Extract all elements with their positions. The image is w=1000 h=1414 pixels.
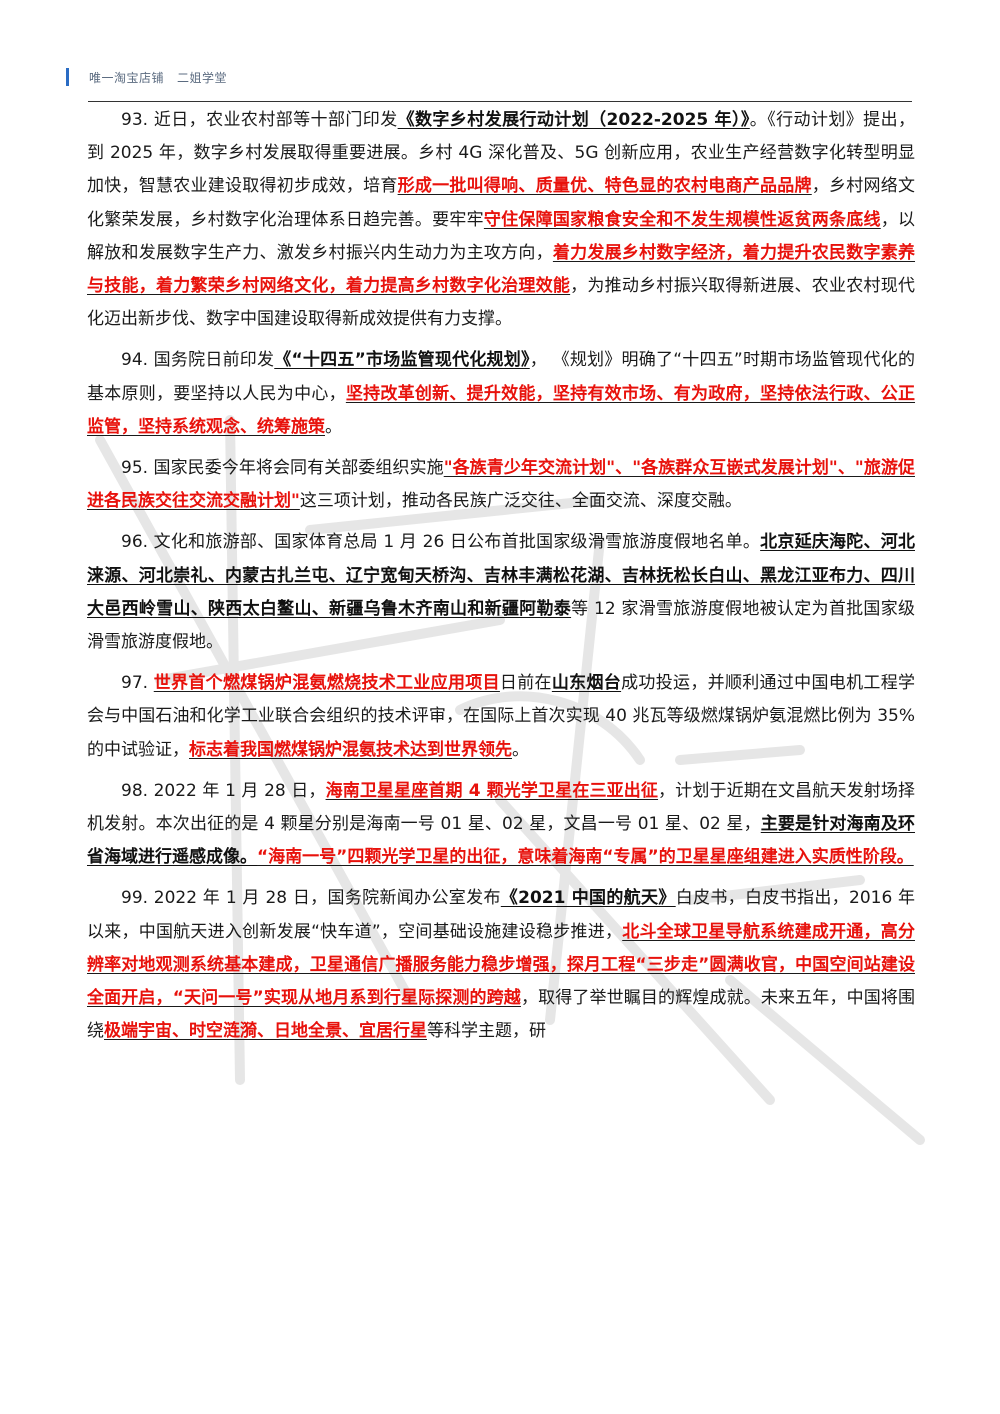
body-text: 。《行动计划》提出，到 2025 年，数字乡村发展取得重要进展。乡村 4G 深化… <box>87 110 915 197</box>
highlight-red-text: 海南卫星星座首期 4 颗光学卫星在三亚出征 <box>325 780 659 801</box>
body-text: 。 <box>325 416 342 437</box>
body-text: 成功投运，并顺利通过中国电机工程学会与中国石油和化学工业联合会组织的技术评审，在… <box>87 673 916 760</box>
body-text: ，计划于近期在文昌航天发射场择机发射。本次出征的是 4 颗星分别是海南一号 01… <box>87 780 916 835</box>
paragraph-95: 95. 国家民委今年将会同有关部委组织实施"各族青少年交流计划"、"各族群众互嵌… <box>87 452 915 518</box>
body-text: 99. 2022 年 1 月 28 日，国务院新闻办公室发布 <box>121 888 501 909</box>
body-text: ， 《规划》明确了“十四五”时期市场监管现代化的基本原则，要坚持以人民为中心， <box>87 350 915 404</box>
body-text: 98. 2022 年 1 月 28 日， <box>121 780 326 801</box>
paragraph-94: 94. 国务院日前印发《“十四五”市场监管现代化规划》， 《规划》明确了“十四五… <box>87 344 915 444</box>
page-header: 唯一淘宝店铺 二姐学堂 <box>66 66 227 88</box>
highlight-red-text: "各族青少年交流计划"、"各族群众互嵌式发展计划"、"旅游促进各民族交往交流交融… <box>87 458 915 512</box>
document-body: 93. 近日，农业农村部等十部门印发《数字乡村发展行动计划（2022-2025 … <box>87 104 915 1056</box>
highlight-red-text: “海南一号”四颗光学卫星的出征，意味着海南“专属”的卫星星座组建进入实质性阶段。 <box>257 847 914 868</box>
paragraph-98: 98. 2022 年 1 月 28 日，海南卫星星座首期 4 颗光学卫星在三亚出… <box>87 775 915 875</box>
body-text: 。 <box>512 739 529 760</box>
paragraph-96: 96. 文化和旅游部、国家体育总局 1 月 26 日公布首批国家级滑雪旅游度假地… <box>87 526 915 659</box>
highlight-bold-text: 北京延庆海陀、河北涞源、河北崇礼、内蒙古扎兰屯、辽宁宽甸天桥沟、吉林丰满松花湖、… <box>87 532 915 619</box>
highlight-bold-text: 山东烟台 <box>551 673 622 694</box>
body-text: ，为推动乡村振兴取得新进展、农业农村现代化迈出新步伐、数字中国建设取得新成效提供… <box>87 276 916 330</box>
body-text: 等科学主题，研 <box>427 1021 546 1042</box>
body-text: 93. 近日，农业农村部等十部门印发 <box>121 110 398 130</box>
paragraph-93: 93. 近日，农业农村部等十部门印发《数字乡村发展行动计划（2022-2025 … <box>87 104 915 336</box>
body-text: ，乡村网络文化繁荣发展，乡村数字化治理体系日趋完善。要牢牢 <box>87 176 916 230</box>
highlight-bold-text: 主要是针对海南及环省海域进行遥感成像。 <box>87 814 915 868</box>
body-text: 日前在 <box>499 673 552 694</box>
body-text: ，以解放和发展数字生产力、激发乡村振兴内生动力为主攻方向， <box>87 209 916 263</box>
body-text: 94. 国务院日前印发 <box>121 350 275 371</box>
header-text: 唯一淘宝店铺 二姐学堂 <box>89 70 227 85</box>
body-text: 96. 文化和旅游部、国家体育总局 1 月 26 日公布首批国家级滑雪旅游度假地… <box>121 532 761 553</box>
header-accent-bar <box>66 68 69 86</box>
highlight-red-text: 极端宇宙、时空涟漪、日地全景、宜居行星 <box>104 1021 427 1042</box>
body-text: 95. 国家民委今年将会同有关部委组织实施 <box>121 458 444 479</box>
body-text: 等 12 家滑雪旅游度假地被认定为首批国家级滑雪旅游度假地。 <box>87 598 915 653</box>
paragraph-99: 99. 2022 年 1 月 28 日，国务院新闻办公室发布《2021 中国的航… <box>87 882 915 1048</box>
highlight-red-text: 着力发展乡村数字经济，着力提升农民数字素养与技能，着力繁荣乡村网络文化，着力提高… <box>87 242 916 297</box>
highlight-red-text: 北斗全球卫星导航系统建成开通，高分辨率对地观测系统基本建成，卫星通信广播服务能力… <box>87 921 915 1009</box>
body-text: 这三项计划，推动各民族广泛交往、全面交流、深度交融。 <box>299 491 742 512</box>
body-text: ，取得了举世瞩目的辉煌成就。未来五年，中国将围绕 <box>87 988 915 1042</box>
highlight-red-text: 形成一批叫得响、质量优、特色显的农村电商产品品牌 <box>397 176 812 197</box>
highlight-bold-text: 《数字乡村发展行动计划（2022-2025 年）》 <box>397 110 750 130</box>
highlight-red-text: 标志着我国燃煤锅炉混氨技术达到世界领先 <box>189 739 512 760</box>
paragraph-97: 97. 世界首个燃煤锅炉混氨燃烧技术工业应用项目日前在山东烟台成功投运，并顺利通… <box>87 667 915 767</box>
highlight-red-text: 守住保障国家粮食安全和不发生规模性返贫两条底线 <box>483 209 881 230</box>
highlight-red-text: 坚持改革创新、提升效能，坚持有效市场、有为政府，坚持依法行政、公正监管，坚持系统… <box>87 383 916 437</box>
header-divider <box>88 101 912 102</box>
highlight-bold-text: 《2021 中国的航天》 <box>500 888 676 909</box>
highlight-bold-text: 《“十四五”市场监管现代化规划》 <box>274 350 530 371</box>
body-text: 97. <box>121 673 154 694</box>
highlight-red-text: 世界首个燃煤锅炉混氨燃烧技术工业应用项目 <box>153 673 500 694</box>
body-text: 白皮书，白皮书指出，2016 年以来，中国航天进入创新发展“快车道”，空间基础设… <box>87 888 915 942</box>
